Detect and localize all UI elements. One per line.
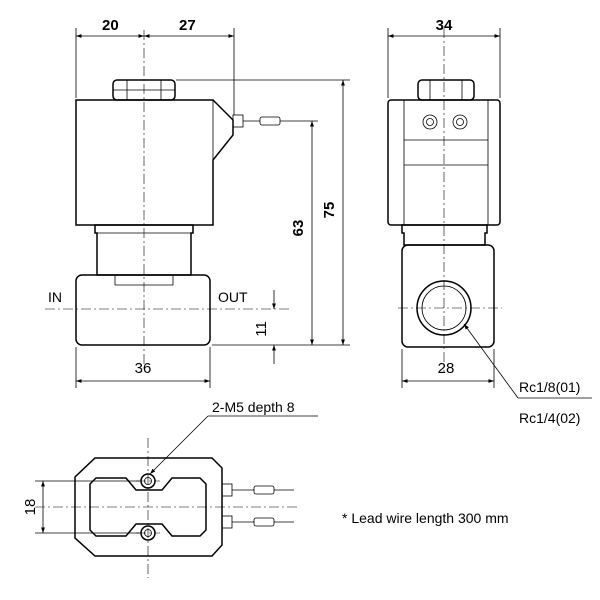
dim-36: 36 — [135, 360, 152, 377]
dimension-63: 63 — [212, 120, 350, 346]
dimension-18: 18 — [22, 480, 140, 534]
bottom-lead-wires — [221, 483, 294, 529]
thread-callout-label: 2-M5 depth 8 — [212, 399, 295, 415]
port-02-label: Rc1/4(02) — [519, 410, 580, 426]
valve-body — [75, 274, 211, 346]
side-valve-body — [401, 244, 495, 348]
dim-20: 20 — [102, 17, 119, 34]
dim-11: 11 — [253, 321, 270, 337]
dimension-75: 75 — [176, 79, 350, 345]
dimension-11: 11 — [253, 290, 276, 364]
port-callout: Rc1/8(01) Rc1/4(02) — [463, 323, 592, 426]
front-view: IN OUT — [45, 30, 300, 372]
coil-body — [75, 99, 234, 226]
terminal-screw-right — [452, 114, 468, 130]
dim-63: 63 — [290, 220, 307, 237]
in-label: IN — [48, 289, 62, 305]
dimension-34: 34 — [387, 17, 501, 98]
bottom-view — [35, 438, 300, 578]
dim-34: 34 — [436, 17, 453, 34]
terminal-screw-left — [422, 114, 438, 130]
dim-18: 18 — [22, 499, 39, 516]
port-01-label: Rc1/8(01) — [519, 379, 580, 395]
out-label: OUT — [218, 289, 248, 305]
dimension-20-27: 20 27 — [75, 17, 235, 115]
side-view — [387, 28, 502, 372]
dimension-28: 28 — [401, 349, 495, 388]
front-lead-wire — [232, 114, 300, 128]
dimension-36: 36 — [75, 347, 211, 388]
dim-75: 75 — [321, 202, 338, 219]
lead-wire-note: * Lead wire length 300 mm — [342, 510, 509, 526]
dim-27: 27 — [179, 17, 196, 34]
side-nut — [417, 79, 475, 101]
dim-28: 28 — [438, 360, 455, 377]
thread-callout: 2-M5 depth 8 — [149, 399, 318, 475]
